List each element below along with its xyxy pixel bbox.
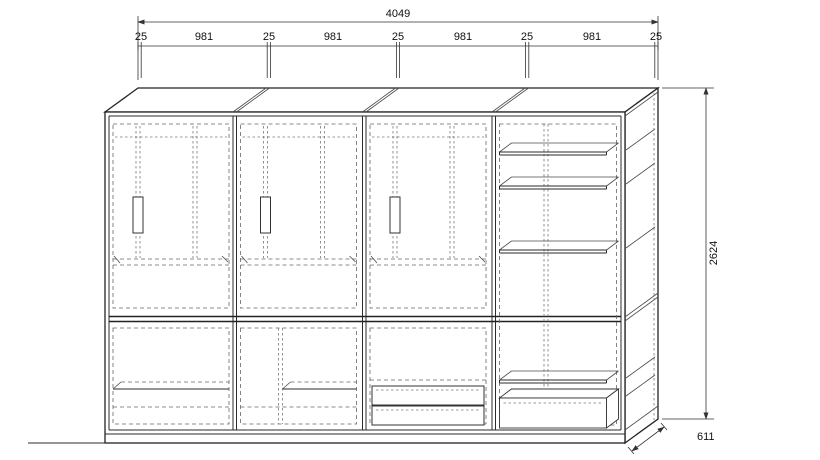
dim-segment-label: 25 [135, 31, 147, 43]
dim-segment-label: 981 [454, 31, 472, 43]
dim-segment-label: 981 [324, 31, 342, 43]
dim-segment-label: 25 [650, 31, 662, 43]
top-face [103, 87, 660, 113]
dim-segment-label: 25 [392, 31, 404, 43]
dim-segment-label: 25 [263, 31, 275, 43]
dimension-top-overall: 4049 [137, 8, 659, 80]
section-3 [369, 123, 487, 426]
section-4 [498, 123, 620, 429]
right-face [624, 86, 659, 445]
dim-segment-label: 981 [583, 31, 601, 43]
section-2 [240, 123, 357, 425]
dimension-depth: 611 [627, 422, 715, 455]
dim-depth-label: 611 [697, 431, 715, 443]
front-face [104, 111, 626, 444]
dimension-height: 2624 [662, 87, 720, 420]
dim-height-label: 2624 [708, 241, 720, 265]
dim-segment-label: 981 [195, 31, 213, 43]
dim-segment-label: 25 [521, 31, 533, 43]
section-1 [112, 123, 230, 425]
dimension-top-segments: 25 981 25 981 25 981 25 981 25 [135, 31, 662, 78]
right-side-details [624, 91, 659, 431]
dim-overall-width-label: 4049 [386, 8, 410, 20]
cabinet-body [103, 86, 660, 445]
